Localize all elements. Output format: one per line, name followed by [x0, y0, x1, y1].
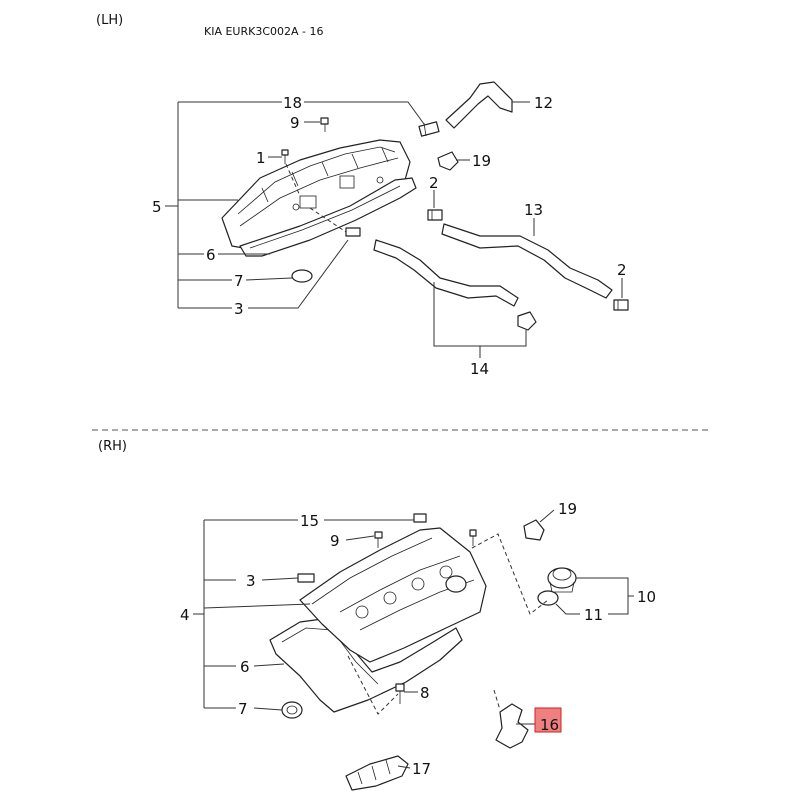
highlight-part-16[interactable] [534, 707, 562, 733]
lh-callout-13: 13 [524, 201, 543, 219]
lh-callout-2a: 2 [429, 174, 439, 192]
lh-clamp-2b [613, 299, 629, 311]
rh-bolt-9 [374, 531, 383, 548]
rh-callout-11: 11 [584, 606, 603, 624]
rh-callout-16[interactable]: 16 [540, 716, 559, 734]
rh-callout-3: 3 [246, 572, 256, 590]
rh-callout-4: 4 [180, 606, 190, 624]
lh-callout-12: 12 [534, 94, 553, 112]
lh-callout-9: 9 [290, 114, 300, 132]
rh-bolt-8 [395, 683, 405, 704]
lh-leader-lines [165, 101, 623, 358]
rh-callout-8: 8 [420, 684, 430, 702]
rh-ignition-coil-17 [345, 755, 409, 791]
lh-bolt-1 [281, 149, 289, 164]
lh-bolt-9 [320, 117, 329, 132]
rh-callout-17: 17 [412, 760, 431, 778]
section-rh-label: (RH) [98, 439, 127, 454]
rh-callout-9: 9 [330, 532, 340, 550]
diagram-code: KIA EURK3C002A - 16 [204, 25, 324, 38]
lh-callout-7: 7 [234, 272, 244, 290]
lh-cap-19 [437, 151, 459, 171]
rh-callout-19: 19 [558, 500, 577, 518]
rh-bolt [469, 529, 477, 546]
rh-oil-filler-cap-10 [547, 567, 577, 593]
lh-hose-14 [373, 239, 519, 307]
lh-callout-14: 14 [470, 360, 489, 378]
lh-clip-14 [517, 311, 537, 331]
lh-callout-6: 6 [206, 246, 216, 264]
lh-clamp-2a [427, 209, 443, 221]
lh-pcv-connector [418, 121, 440, 137]
rh-o-ring-11 [537, 590, 559, 606]
rh-leader-lines [193, 509, 634, 769]
lh-seal-ring [291, 269, 313, 283]
rh-callout-7: 7 [238, 700, 248, 718]
lh-valve-cover [221, 139, 411, 251]
lh-callout-3: 3 [234, 300, 244, 318]
lh-connector-3 [345, 227, 361, 237]
rh-callout-15: 15 [300, 512, 319, 530]
lh-callout-19: 19 [472, 152, 491, 170]
lh-callout-1: 1 [256, 149, 266, 167]
lh-breather-hose-12 [445, 81, 513, 129]
lh-hose-13 [441, 223, 613, 299]
rh-connector-3 [297, 573, 315, 583]
rh-callout-10: 10 [637, 588, 656, 606]
lh-callout-18: 18 [283, 94, 302, 112]
rh-seal-7 [281, 701, 303, 719]
lh-callout-2b: 2 [617, 261, 627, 279]
section-lh-label: (LH) [96, 13, 123, 28]
lh-callout-5: 5 [152, 198, 162, 216]
rh-cap-19 [523, 519, 545, 541]
rh-stud-15 [413, 513, 427, 523]
rh-callout-6: 6 [240, 658, 250, 676]
rh-valve-cover [299, 527, 487, 663]
rh-bracket-16 [495, 703, 529, 749]
